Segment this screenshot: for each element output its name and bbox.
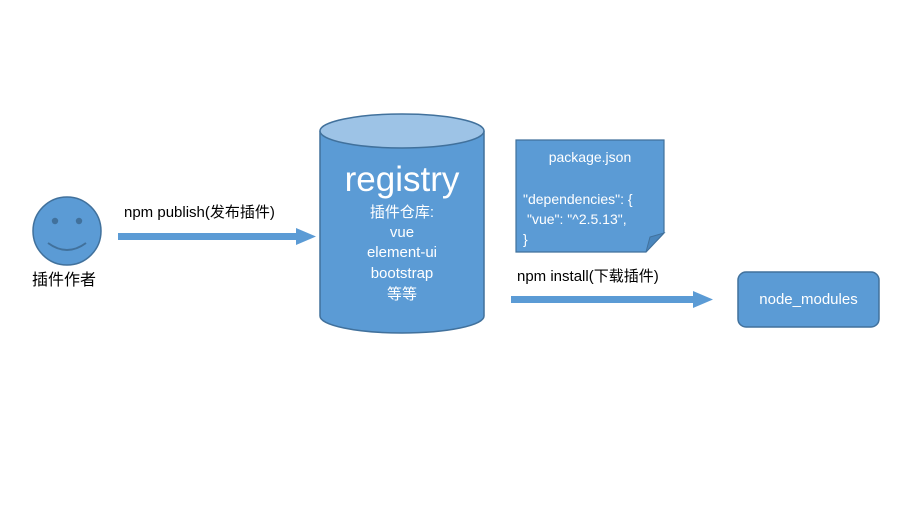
registry-item: vue xyxy=(389,224,415,241)
package-json-line: } xyxy=(523,231,528,247)
author-label: 插件作者 xyxy=(32,272,97,289)
install-arrow xyxy=(511,291,713,308)
registry-item: bootstrap xyxy=(370,265,434,282)
publish-label: npm publish(发布插件) xyxy=(124,204,275,221)
package-json-document xyxy=(515,139,666,253)
registry-item: element-ui xyxy=(366,244,438,261)
install-label: npm install(下载插件) xyxy=(517,268,659,285)
package-json-filename: package.json xyxy=(548,149,632,165)
registry-subtitle: 插件仓库: xyxy=(369,204,435,221)
publish-arrow xyxy=(118,228,316,245)
registry-cylinder xyxy=(319,113,485,334)
registry-title: registry xyxy=(344,160,460,199)
package-json-line: "vue": "^2.5.13", xyxy=(527,211,627,227)
author-smiley-icon xyxy=(32,196,102,266)
package-json-line: "dependencies": { xyxy=(523,191,633,207)
node-modules-box xyxy=(737,271,880,328)
node-modules-label: node_modules xyxy=(759,291,858,308)
registry-item: 等等 xyxy=(386,286,417,303)
